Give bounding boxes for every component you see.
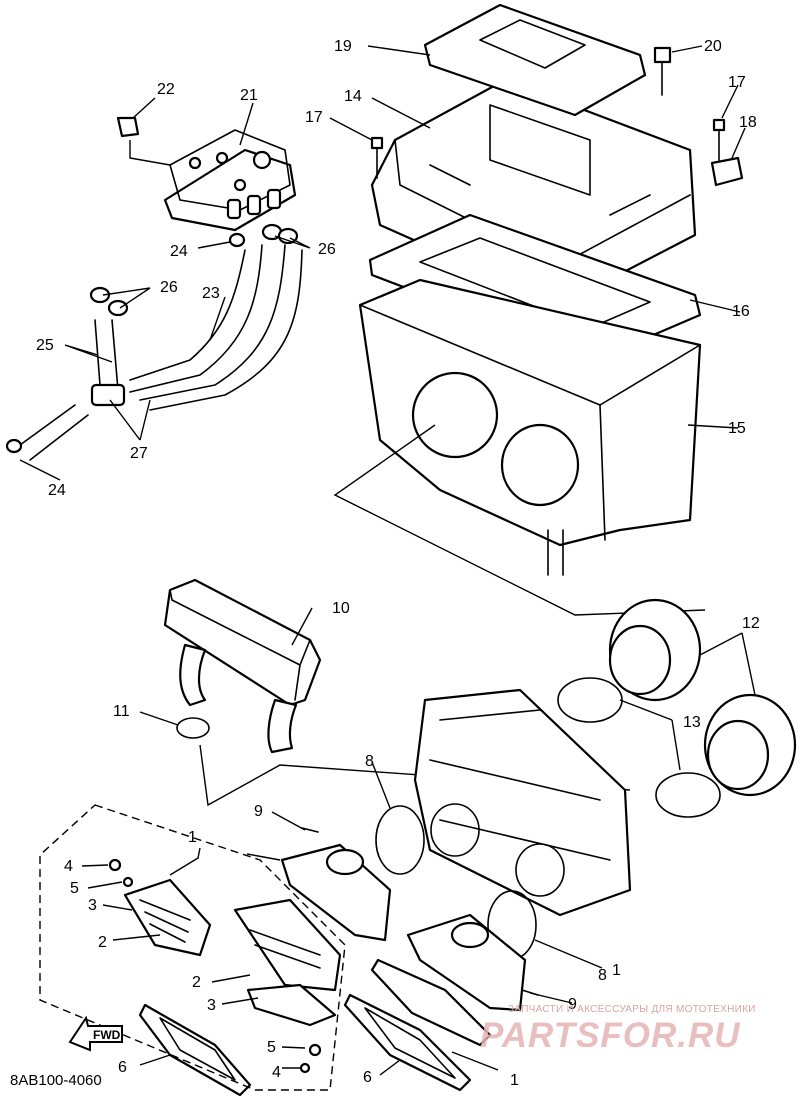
hose-clamp (176, 717, 210, 739)
air-box-case (358, 278, 702, 576)
leader-lines (19, 45, 756, 1076)
callout-4: 4 (272, 1064, 281, 1081)
air-box-joints (608, 598, 797, 797)
callout-27: 27 (130, 445, 148, 462)
callout-12: 12 (742, 615, 760, 632)
callout-23: 23 (202, 285, 220, 302)
callout-13: 13 (683, 714, 701, 731)
callout-3: 3 (207, 997, 216, 1014)
callout-3: 3 (88, 897, 97, 914)
callout-8: 8 (365, 753, 374, 770)
fasteners (116, 46, 744, 187)
reed-valve-assembly (280, 843, 527, 1012)
hose-clips (5, 223, 299, 454)
callout-24: 24 (48, 482, 66, 499)
fwd-label: FWD (93, 1028, 121, 1042)
callout-21: 21 (240, 87, 258, 104)
callout-6: 6 (363, 1069, 372, 1086)
callout-1: 1 (188, 829, 197, 846)
callout-1: 1 (510, 1072, 519, 1089)
callout-2: 2 (98, 934, 107, 951)
engine-block (413, 688, 632, 917)
reed-plates (123, 878, 342, 1027)
callout-5: 5 (267, 1039, 276, 1056)
callout-22: 22 (157, 81, 175, 98)
fuel-hoses (19, 244, 303, 461)
callout-9: 9 (568, 996, 577, 1013)
callout-18: 18 (739, 114, 757, 131)
callout-14: 14 (344, 88, 362, 105)
callout-26: 26 (318, 241, 336, 258)
callout-16: 16 (732, 303, 750, 320)
callout-24: 24 (170, 243, 188, 260)
callout-25: 25 (36, 337, 54, 354)
watermark-brand: PARTSFOR.RU (480, 1016, 741, 1055)
callout-15: 15 (728, 420, 746, 437)
fuel-pump (163, 129, 297, 232)
air-filter-element (423, 3, 647, 117)
callout-19: 19 (334, 38, 352, 55)
callout-17: 17 (728, 74, 746, 91)
reed-gaskets (138, 958, 492, 1097)
joint-bands (557, 677, 721, 818)
callout-9: 9 (254, 803, 263, 820)
callout-11: 11 (113, 703, 130, 720)
callout-2: 2 (192, 974, 201, 991)
catalog-code: 8AB100-4060 (10, 1072, 102, 1089)
callout-1: 1 (612, 962, 621, 979)
callout-26: 26 (160, 279, 178, 296)
callout-17: 17 (305, 109, 323, 126)
callout-20: 20 (704, 38, 722, 55)
callout-10: 10 (332, 600, 350, 617)
callout-5: 5 (70, 880, 79, 897)
intake-silencer (163, 578, 322, 754)
watermark-tagline: ЗАПЧАСТИ И АКСЕССУАРЫ ДЛЯ МОТОТЕХНИКИ (508, 1004, 756, 1015)
fwd-arrow-icon: FWD (68, 1015, 123, 1052)
callout-4: 4 (64, 858, 73, 875)
callout-6: 6 (118, 1059, 127, 1076)
callout-8: 8 (598, 967, 607, 984)
